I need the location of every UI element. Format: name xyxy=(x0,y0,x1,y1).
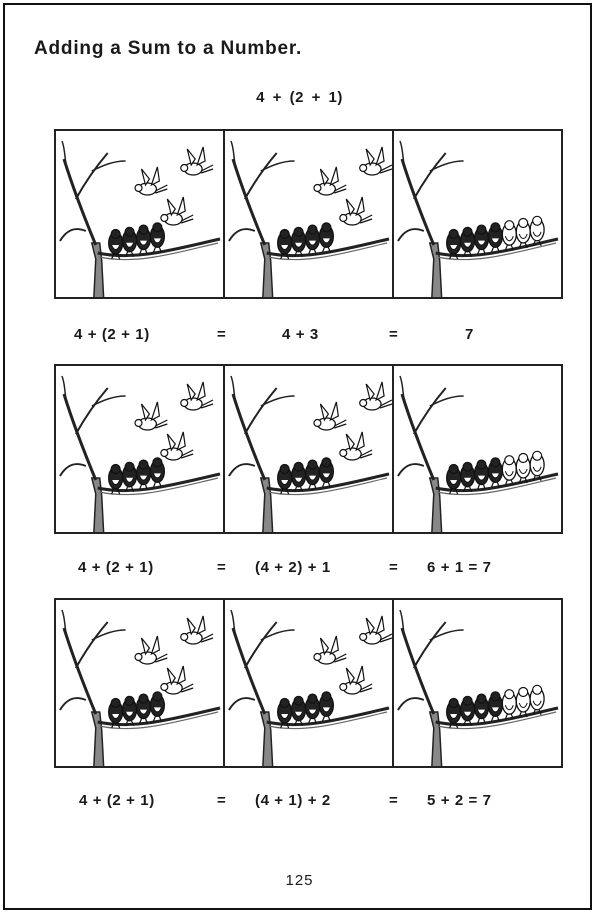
perched-bird xyxy=(292,227,306,256)
equals-sign: = xyxy=(389,559,398,576)
perched-bird xyxy=(137,460,151,490)
panel-illustration xyxy=(225,366,392,532)
equals-sign: = xyxy=(389,326,398,343)
panel-illustration xyxy=(225,131,392,297)
perched-bird xyxy=(150,692,164,722)
equation-result: 6 + 1 = 7 xyxy=(427,559,492,576)
equation-term: 4 + (2 + 1) xyxy=(78,559,154,576)
perched-bird xyxy=(306,460,320,490)
perched-bird xyxy=(502,456,516,486)
flying-bird xyxy=(161,432,193,460)
equation-term: (4 + 1) + 2 xyxy=(255,792,331,809)
perched-bird xyxy=(475,225,489,255)
perched-bird xyxy=(502,221,516,251)
perched-bird xyxy=(488,458,502,488)
equation-result: 7 xyxy=(465,326,474,343)
panel-illustration xyxy=(56,131,223,297)
flying-bird xyxy=(314,167,346,195)
perched-bird xyxy=(306,225,320,255)
perched-bird xyxy=(488,692,502,722)
perched-bird xyxy=(137,225,151,255)
perched-bird xyxy=(516,219,530,249)
perched-bird xyxy=(319,223,333,253)
panel-2-2 xyxy=(223,366,392,532)
perched-bird xyxy=(516,454,530,484)
flying-bird xyxy=(340,197,372,225)
equals-sign: = xyxy=(217,326,226,343)
flying-bird xyxy=(161,666,193,694)
flying-bird xyxy=(181,382,213,410)
perched-bird xyxy=(292,462,306,492)
panel-3-2 xyxy=(223,600,392,766)
equation-term: 4 + (2 + 1) xyxy=(79,792,155,809)
panel-2-3 xyxy=(392,366,561,532)
panel-illustration xyxy=(56,366,223,532)
perched-bird xyxy=(475,460,489,490)
panel-3-3 xyxy=(392,600,561,766)
page-number: 125 xyxy=(0,872,599,889)
flying-bird xyxy=(135,167,167,195)
flying-bird xyxy=(314,402,346,430)
panel-illustration xyxy=(394,600,561,766)
equation-result: 5 + 2 = 7 xyxy=(427,792,492,809)
perched-bird xyxy=(475,694,489,724)
perched-bird xyxy=(292,696,306,726)
illustration-row-3 xyxy=(54,598,563,768)
panel-illustration xyxy=(394,366,561,532)
perched-bird xyxy=(461,462,475,492)
equation-term: 4 + (2 + 1) xyxy=(74,326,150,343)
flying-bird xyxy=(340,666,372,694)
page-title: Adding a Sum to a Number. xyxy=(34,38,302,60)
panel-1-2 xyxy=(223,131,392,297)
perched-bird xyxy=(150,223,164,253)
flying-bird xyxy=(360,616,392,644)
perched-bird xyxy=(502,690,516,720)
panel-illustration xyxy=(225,600,392,766)
perched-bird xyxy=(306,694,320,724)
panel-1-3 xyxy=(392,131,561,297)
flying-bird xyxy=(135,402,167,430)
illustration-row-2 xyxy=(54,364,563,534)
panel-3-1 xyxy=(56,600,223,766)
equals-sign: = xyxy=(217,792,226,809)
panel-illustration xyxy=(394,131,561,297)
flying-bird xyxy=(181,616,213,644)
perched-bird xyxy=(123,462,137,492)
perched-bird xyxy=(123,227,137,256)
perched-bird xyxy=(319,458,333,488)
flying-bird xyxy=(314,636,346,664)
flying-bird xyxy=(181,147,213,175)
perched-bird xyxy=(488,223,502,253)
perched-bird xyxy=(319,692,333,722)
perched-bird xyxy=(516,688,530,718)
page-expression: 4 + (2 + 1) xyxy=(0,89,599,106)
equation-term: (4 + 2) + 1 xyxy=(255,559,331,576)
panel-2-1 xyxy=(56,366,223,532)
equals-sign: = xyxy=(217,559,226,576)
perched-bird xyxy=(461,227,475,256)
perched-bird xyxy=(137,694,151,724)
panel-illustration xyxy=(56,600,223,766)
flying-bird xyxy=(360,147,392,175)
flying-bird xyxy=(360,382,392,410)
perched-bird xyxy=(123,696,137,726)
flying-bird xyxy=(135,636,167,664)
perched-bird xyxy=(461,696,475,726)
equals-sign: = xyxy=(389,792,398,809)
equation-term: 4 + 3 xyxy=(282,326,319,343)
panel-1-1 xyxy=(56,131,223,297)
illustration-row-1 xyxy=(54,129,563,299)
flying-bird xyxy=(161,197,193,225)
flying-bird xyxy=(340,432,372,460)
perched-bird xyxy=(150,458,164,488)
